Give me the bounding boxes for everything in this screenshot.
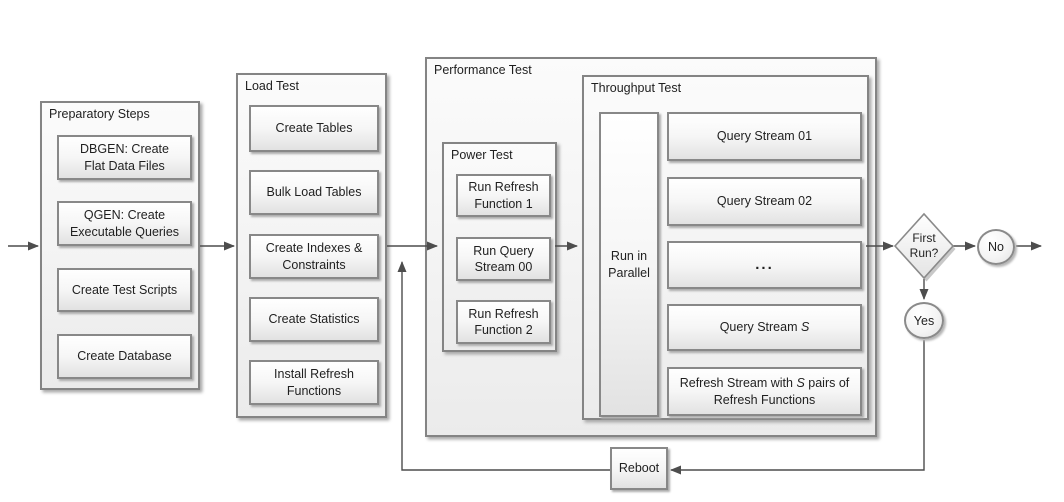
step-create-database: Create Database (57, 334, 192, 379)
query-stream-s: Query Stream S (667, 304, 862, 351)
refresh-stream-box: Refresh Stream with S pairs of Refresh F… (667, 367, 862, 416)
query-stream-s-label: Query Stream S (719, 320, 810, 335)
step-create-test-scripts-label: Create Test Scripts (71, 282, 178, 297)
load-test-group: Load Test Create Tables Bulk Load Tables… (236, 73, 387, 418)
step-create-statistics-label: Create Statistics (268, 312, 360, 327)
step-create-tables: Create Tables (249, 105, 379, 152)
step-qgen: QGEN: Create Executable Queries (57, 201, 192, 246)
query-stream-02-label: Query Stream 02 (716, 194, 813, 209)
preparatory-steps-group: Preparatory Steps DBGEN: Create Flat Dat… (40, 101, 200, 390)
step-install-refresh-functions: Install Refresh Functions (249, 360, 379, 405)
step-run-query-stream-00: Run Query Stream 00 (456, 237, 551, 281)
step-run-refresh-function-1: Run Refresh Function 1 (456, 174, 551, 217)
step-create-indexes-constraints-label: Create Indexes & Constraints (265, 241, 363, 272)
preparatory-steps-title: Preparatory Steps (49, 107, 150, 121)
reboot-step: Reboot (610, 447, 668, 490)
step-run-refresh-function-2: Run Refresh Function 2 (456, 300, 551, 344)
step-qgen-label: QGEN: Create Executable Queries (69, 208, 180, 239)
query-stream-ellipsis: ... (667, 241, 862, 289)
step-install-refresh-functions-label: Install Refresh Functions (274, 367, 354, 398)
yes-terminal: Yes (904, 302, 944, 339)
query-stream-01: Query Stream 01 (667, 112, 862, 161)
refresh-stream-label: Refresh Stream with S pairs of Refresh F… (679, 376, 850, 407)
query-stream-02: Query Stream 02 (667, 177, 862, 226)
performance-test-group: Performance Test Power Test Run Refresh … (425, 57, 877, 437)
no-terminal-label: No (988, 240, 1004, 254)
yes-terminal-label: Yes (913, 313, 935, 328)
run-in-parallel-box: Run in Parallel (599, 112, 659, 417)
step-create-tables-label: Create Tables (275, 121, 353, 136)
step-dbgen: DBGEN: Create Flat Data Files (57, 135, 192, 180)
query-stream-ellipsis-label: ... (755, 256, 774, 274)
step-create-indexes-constraints: Create Indexes & Constraints (249, 234, 379, 279)
step-run-refresh-function-1-label: Run Refresh Function 1 (468, 180, 539, 211)
power-test-title: Power Test (451, 148, 513, 162)
load-test-title: Load Test (245, 79, 299, 93)
step-dbgen-label: DBGEN: Create Flat Data Files (80, 142, 169, 173)
throughput-test-title: Throughput Test (591, 81, 682, 95)
no-terminal: No (977, 229, 1015, 265)
reboot-label: Reboot (618, 461, 660, 476)
step-create-statistics: Create Statistics (249, 297, 379, 342)
first-run-decision-label: First Run? (909, 231, 939, 260)
step-bulk-load-tables: Bulk Load Tables (249, 170, 379, 215)
step-create-database-label: Create Database (77, 349, 172, 364)
performance-test-title: Performance Test (434, 63, 532, 77)
query-stream-01-label: Query Stream 01 (716, 129, 813, 144)
step-run-query-stream-00-label: Run Query Stream 00 (473, 243, 534, 274)
step-run-refresh-function-2-label: Run Refresh Function 2 (468, 306, 539, 337)
throughput-test-group: Throughput Test Run in Parallel Query St… (582, 75, 869, 420)
power-test-group: Power Test Run Refresh Function 1 Run Qu… (442, 142, 557, 352)
step-bulk-load-tables-label: Bulk Load Tables (266, 185, 362, 200)
run-in-parallel-label: Run in Parallel (608, 249, 650, 280)
step-create-test-scripts: Create Test Scripts (57, 268, 192, 312)
